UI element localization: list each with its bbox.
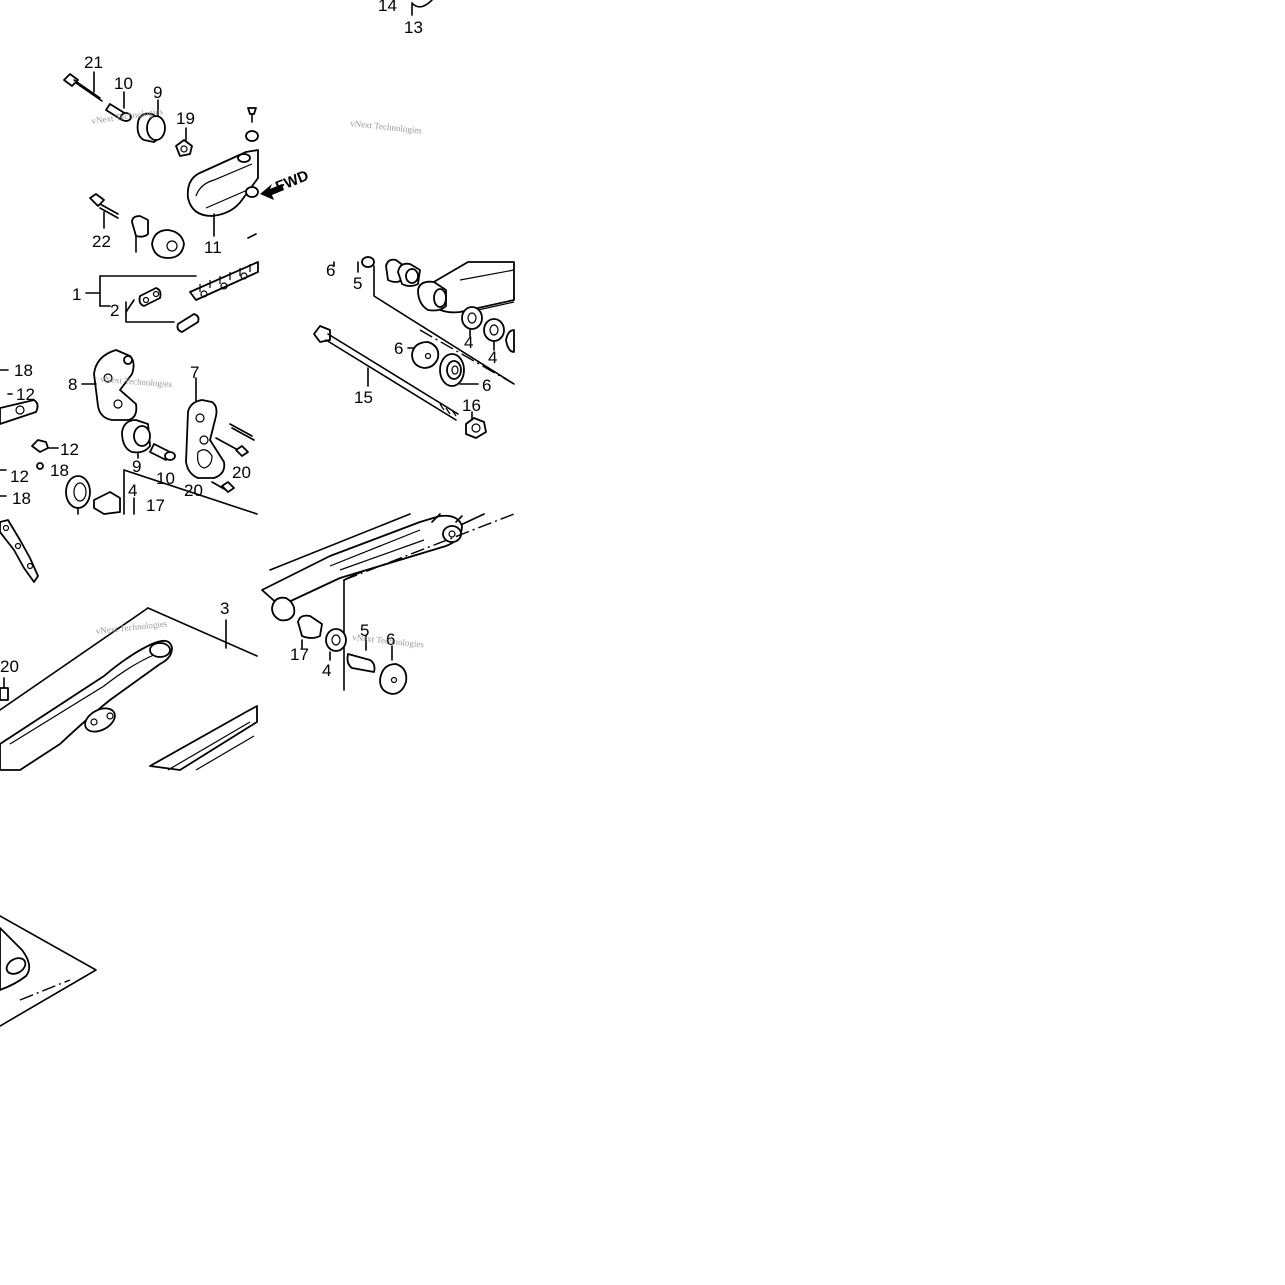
callouts: 14 13 21 10 9 19 22 11 6 5 1 2 18 12 8 7… (0, 0, 497, 680)
nut-part-16 (465, 411, 487, 439)
nut-part-19 (175, 127, 193, 157)
callout-7: 7 (190, 363, 199, 382)
tile-middle-right (313, 256, 515, 439)
callout-18-a: 18 (14, 361, 33, 380)
callout-10-lower: 10 (156, 469, 175, 488)
nuts-part-12-18 (31, 439, 59, 470)
swingarm-part-3 (0, 607, 258, 771)
callout-5-top: 5 (353, 274, 362, 293)
callout-21: 21 (84, 53, 103, 72)
bushings-top (333, 256, 421, 287)
callout-6-top: 6 (326, 261, 335, 280)
callout-4-a: 4 (128, 481, 137, 500)
chain-fragment (0, 519, 39, 583)
joint-link-part-2 (125, 287, 200, 333)
callout-15: 15 (354, 388, 373, 407)
callout-20-b: 20 (184, 481, 203, 500)
collar-part-10 (105, 91, 132, 122)
plate-part-7 (185, 377, 226, 479)
bushing-part-5-lower (346, 635, 376, 673)
bracket-part-11 (186, 149, 259, 237)
callout-18-c: 18 (12, 489, 31, 508)
washers-part-4 (461, 306, 515, 353)
swingarm-right-arm (261, 513, 515, 691)
washer-part-6 (407, 341, 440, 369)
bearing-collar-part-17 (65, 469, 258, 515)
rubber-part-9 (136, 99, 166, 143)
callout-5-lower: 5 (360, 621, 369, 640)
bushing-part-9 (121, 419, 151, 459)
callout-1: 1 (72, 285, 81, 304)
fwd-arrow: FWD (260, 167, 311, 200)
callout-6-right: 6 (482, 376, 491, 395)
callout-14: 14 (378, 0, 397, 15)
bushing-part-17-lower (297, 614, 323, 649)
callout-11: 11 (204, 238, 222, 257)
callout-3: 3 (220, 599, 229, 618)
callout-13: 13 (404, 18, 423, 37)
watermark: vNext Technologies (95, 618, 168, 636)
tile-lower-left (0, 519, 258, 771)
callout-22: 22 (92, 232, 111, 251)
frame-outline (373, 265, 515, 385)
callout-6-mid: 6 (394, 339, 403, 358)
callout-4-d: 4 (322, 661, 331, 680)
watermark: vNext Technologies (350, 118, 423, 136)
callout-8: 8 (68, 375, 77, 394)
bracket-part-8 (81, 349, 138, 421)
callout-16: 16 (462, 396, 481, 415)
tile-middle-left (0, 261, 259, 515)
callout-17-b: 17 (290, 645, 309, 664)
swingarm-pivot (417, 261, 515, 314)
callout-10: 10 (114, 74, 133, 93)
callout-20-a: 20 (232, 463, 251, 482)
callout-4-c: 4 (488, 348, 497, 367)
link-plate-left (0, 369, 39, 497)
callout-4-b: 4 (464, 333, 473, 352)
tile-bottom-left (0, 915, 97, 1027)
tile-lower-right (261, 513, 515, 695)
callout-9: 9 (153, 83, 162, 102)
pivot-bolt-part-15 (313, 325, 459, 421)
bolt-part-21 (63, 71, 103, 102)
callout-20-c: 20 (0, 657, 19, 676)
washer-part-4-lower (325, 628, 347, 661)
drive-chain-part-1 (85, 261, 259, 307)
washer-part-6-lower (379, 645, 408, 695)
fwd-label: FWD (273, 167, 311, 196)
small-bolts (245, 107, 259, 239)
callout-9-lower: 9 (132, 457, 141, 476)
callout-12-a: 12 (16, 385, 35, 404)
collar-rubber-lower (131, 215, 185, 259)
bolt-part-22 (89, 193, 119, 229)
callout-19: 19 (176, 109, 195, 128)
callout-18-b: 18 (50, 461, 69, 480)
bolts-part-20 (211, 423, 255, 493)
bearing-part-6 (439, 353, 479, 387)
callout-12-b: 12 (60, 440, 79, 459)
callout-12-c: 12 (10, 467, 29, 486)
collar-part-10-lower (149, 443, 176, 461)
tile-upper-left: FWD (63, 71, 311, 259)
tile-top-strip (411, 0, 433, 16)
callout-2: 2 (110, 301, 119, 320)
callout-6-lower: 6 (386, 630, 395, 649)
bolt-part-20-left (0, 677, 9, 701)
callout-17-a: 17 (146, 496, 165, 515)
